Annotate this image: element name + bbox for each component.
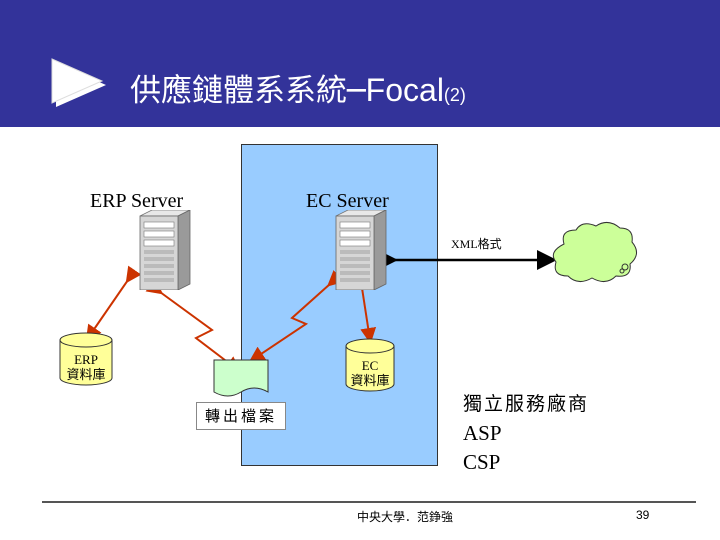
export-file-label: 轉出檔案 <box>196 402 286 430</box>
page-number: 39 <box>636 508 650 522</box>
erp-db-label-line2: 資料庫 <box>66 367 106 382</box>
erp-to-export-lightning-arrow <box>145 278 242 373</box>
footer-divider <box>42 501 696 503</box>
ec-server-icon <box>335 210 387 290</box>
provider-line-2: ASP <box>463 421 502 445</box>
ec-server-label: EC Server <box>306 190 389 212</box>
erp-database-icon <box>59 332 113 386</box>
erp-server-label: ERP Server <box>90 190 184 212</box>
ec-server-to-ec-db-arrow <box>352 274 377 344</box>
title-latin: Focal <box>365 72 444 108</box>
erp-server-icon <box>139 210 191 290</box>
ec-db-label-line1: EC <box>361 358 379 373</box>
export-document-icon <box>213 359 269 397</box>
ec-to-export-lightning-arrow <box>248 270 345 363</box>
ec-db-label-line2: 資料庫 <box>350 373 390 388</box>
title-cjk: 供應鏈體系系統 <box>130 73 347 109</box>
service-provider-text: 獨立服務廠商 ASP CSP <box>463 390 589 477</box>
provider-line-1: 獨立服務廠商 <box>463 393 590 415</box>
provider-line-3: CSP <box>463 450 501 474</box>
erp-db-label-line1: ERP <box>74 352 98 367</box>
footer-credit: 中央大學．范錚強 <box>356 510 453 524</box>
play-arrow-icon <box>51 58 106 107</box>
title-bar: 供應鏈體系系統─Focal(2) <box>0 0 720 127</box>
erp-database-label: ERP 資料庫 <box>58 352 114 382</box>
erp-server-to-erp-db-arrow <box>85 265 142 342</box>
slide-title: 供應鏈體系系統─Focal(2) <box>130 74 466 107</box>
title-dash: ─ <box>347 73 366 109</box>
ec-database-label: EC 資料庫 <box>345 358 395 388</box>
ec-database-icon <box>345 338 395 392</box>
internet-cloud-icon <box>552 222 637 282</box>
title-subscript: (2) <box>443 85 466 105</box>
xml-format-label: XML格式 <box>451 237 502 251</box>
